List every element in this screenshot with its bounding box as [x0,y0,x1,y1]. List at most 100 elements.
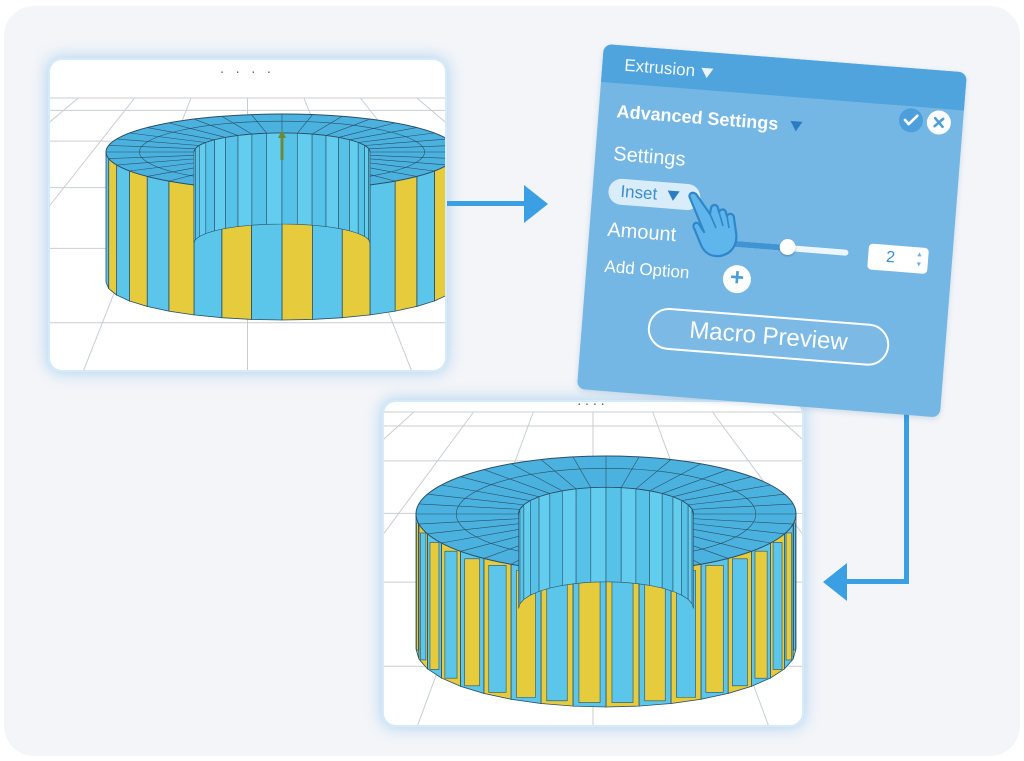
ring-inner-wall [325,135,339,229]
ring-inset-face [705,565,724,693]
panel-title-text: Extrusion [623,55,696,81]
ring-side-face [434,165,445,302]
ring-top-segment [681,484,771,501]
ring-inner-wall [281,132,298,225]
mode-dropdown-value: Inset [619,181,658,204]
panel-title[interactable]: Extrusion [624,56,714,83]
ring-inner-wall [549,490,563,589]
ring-inset-face [644,573,666,702]
ring-top-segment [368,145,445,150]
ring-side-face [146,175,170,312]
ring-top-segment [662,469,729,494]
ring-top-segment [358,132,435,143]
ring-side-face [108,157,118,296]
ring-inset-face [754,550,768,679]
advanced-settings-toggle[interactable]: Advanced Settings [616,101,803,137]
ring-side-face [129,170,148,307]
ring-side-face [116,164,130,302]
ring-inner-wall [214,137,226,232]
ring-top-segment [572,456,592,488]
extrusion-panel-wrapper: Extrusion Advanced Settings Settings Ins… [576,44,967,418]
stepper-arrows-icon[interactable]: ▲▼ [914,251,924,269]
ring-top-segment [418,518,520,525]
ring-inner-wall [364,144,369,241]
ring-top-segment [349,127,417,141]
viewport-before[interactable]: . . . . [50,60,445,370]
ring-inner-wall [661,493,674,592]
ring-top-segment [688,522,785,535]
ring-top-segment [441,484,531,501]
ring-top-segment [193,118,239,136]
ring-top-segment [649,463,702,492]
viewport-after[interactable]: .... [384,402,802,725]
arrow-left-line [846,579,909,584]
ring-top-segment [620,456,640,488]
amount-slider-thumb[interactable] [778,238,797,256]
ring-top-segment [116,158,200,166]
grid-line [384,411,474,535]
ring-top-segment [672,476,752,498]
ring-inner-wall [266,132,283,225]
ring-inner-wall [681,500,689,600]
ring-top-segment [364,158,445,166]
grid-line [712,411,802,535]
arrow-left-icon [823,563,847,601]
ring-top-segment [427,522,524,535]
ring-top-segment [368,154,445,159]
ring-top-segment [108,145,196,150]
ring-inner-wall [538,493,551,592]
ring-top-segment [311,116,343,135]
ring-inner-wall [199,142,207,237]
ring-top-segment [325,118,371,136]
dropdown-arrow-icon [700,67,714,79]
ring-top-segment [108,154,196,159]
pointing-hand-icon [688,191,738,258]
viewport-toolbar-dots: . . . . [220,62,275,76]
ring-top-segment [147,127,215,141]
extrusion-panel: Extrusion Advanced Settings Settings Ins… [576,44,967,418]
ring-inner-wall [237,133,253,227]
ring-top-segment [116,138,200,146]
ring-side-face [168,180,195,316]
ring-model-before[interactable] [50,60,445,370]
ring-model-after[interactable] [384,402,802,725]
ring-inner-wall [672,496,682,596]
ring-side-face [394,175,418,312]
ring-inner-wall [338,137,350,232]
ring-top-segment [692,503,794,510]
ring-inset-face [772,542,783,670]
amount-label: Amount [606,218,678,247]
arrow-down-line [904,386,909,584]
ring-top-segment [688,493,785,506]
ring-inset-face [793,522,796,651]
settings-label: Settings [612,143,687,171]
ring-inner-wall [195,144,200,241]
ring-top-segment [364,138,445,146]
ring-top-segment [483,469,550,494]
ring-top-segment [427,493,524,506]
ring-top-segment [681,527,771,544]
macro-preview-button[interactable]: Macro Preview [646,306,891,368]
ring-top-segment [129,132,206,143]
grid-line [50,97,79,123]
ring-top-segment [635,459,672,490]
amount-stepper[interactable]: 2 ▲▼ [867,243,929,275]
ring-inner-wall [296,132,313,226]
ring-inset-face [464,558,480,687]
ring-inner-wall [225,135,239,229]
ring-top-segment [692,518,794,525]
ring-top-segment [441,527,531,544]
ring-inset-face [444,550,458,679]
ring-top-segment [221,116,253,135]
ring-side-face [369,180,396,316]
ring-inner-wall [311,133,327,227]
ring-inset-face [785,532,792,661]
ring-top-segment [251,114,267,134]
checkmark-icon[interactable] [898,107,924,134]
ring-top-segment [460,476,540,498]
dropdown-arrow-icon [789,121,803,133]
ring-inset-face [546,573,568,702]
close-icon[interactable] [925,109,952,136]
ring-inset-face [416,522,419,651]
advanced-settings-label: Advanced Settings [615,101,780,134]
